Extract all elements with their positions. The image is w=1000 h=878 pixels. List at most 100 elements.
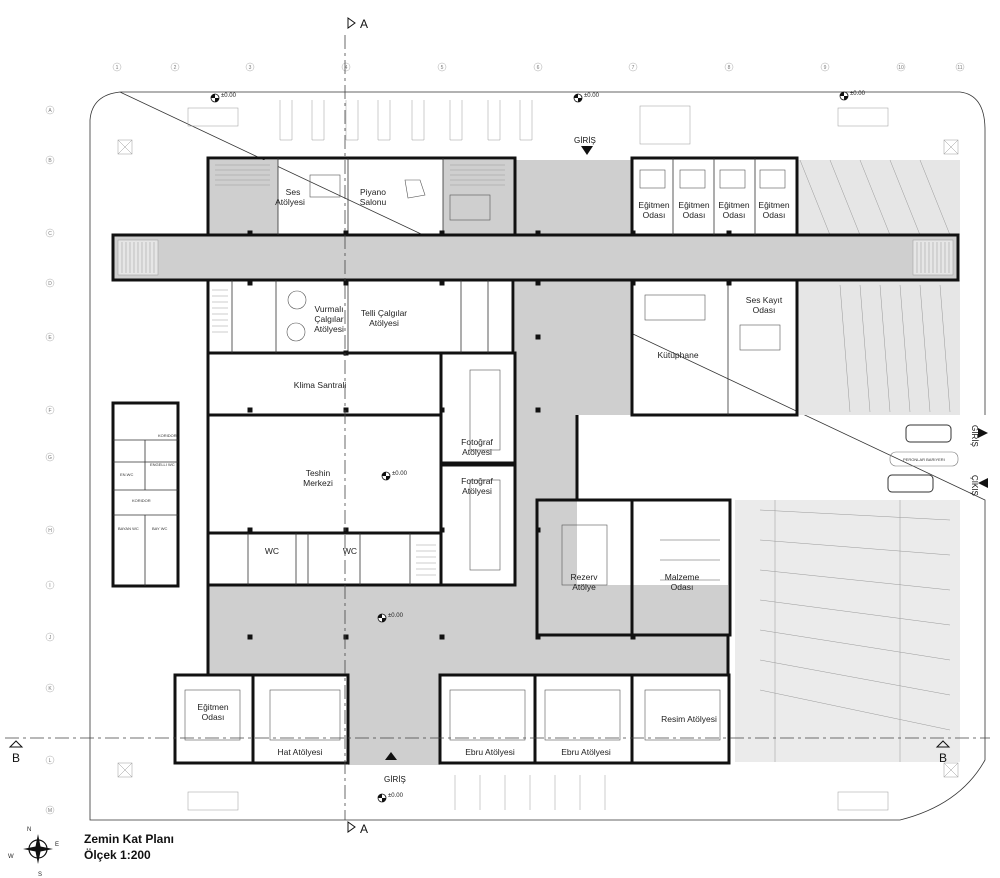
room-rezerv-2: Atölye: [572, 582, 596, 592]
room-ebru-1: Ebru Atölyesi: [465, 747, 515, 757]
structural-column: [247, 280, 253, 286]
svg-text:9: 9: [824, 65, 827, 71]
partitions: [231, 158, 756, 585]
structural-column: [439, 230, 445, 236]
room-malzeme-1: Malzeme: [665, 572, 700, 582]
structural-column: [726, 230, 732, 236]
entrance-right-giris: GİRİŞ: [970, 425, 979, 447]
annex-koridor2-label: KORIDOR: [132, 498, 151, 503]
structural-column: [343, 407, 349, 413]
compass-n: N: [27, 827, 31, 833]
room-telli-1: Telli Çalgılar: [361, 308, 407, 318]
room-vurmali-1: Vurmalı: [315, 304, 344, 314]
stairs: [117, 164, 954, 576]
structural-column: [439, 280, 445, 286]
room-fotograf-1a: Fotoğraf: [461, 437, 493, 447]
svg-text:A: A: [48, 108, 52, 114]
annex-bay-wc-label: BAY WC: [152, 526, 168, 531]
grid-column-3: 3: [245, 62, 255, 72]
grid-row-D: D: [45, 278, 55, 288]
annex-bayan-wc-label: BAYAN WC: [118, 526, 139, 531]
gate-label: PERONLAR BARIYERI: [903, 457, 945, 462]
level-marker: ±0.00: [377, 793, 404, 803]
svg-text:±0.00: ±0.00: [221, 93, 237, 99]
room-ses-kayit-2: Odası: [753, 305, 776, 315]
structural-column: [535, 334, 541, 340]
room-hat: Hat Atölyesi: [278, 747, 323, 757]
room-ses-atolyesi-2: Atölyesi: [275, 197, 305, 207]
svg-text:C: C: [48, 231, 52, 237]
svg-text:H: H: [48, 528, 52, 534]
svg-text:1: 1: [116, 65, 119, 71]
grid-row-G: G: [45, 452, 55, 462]
room-ses-kayit-1: Ses Kayıt: [746, 295, 783, 305]
room-resim: Resim Atölyesi: [661, 714, 717, 724]
structural-column: [535, 280, 541, 286]
svg-text:±0.00: ±0.00: [392, 471, 408, 477]
grid-column-1: 1: [112, 62, 122, 72]
svg-text:2: 2: [174, 65, 177, 71]
room-malzeme-2: Odası: [671, 582, 694, 592]
grid-row-F: F: [45, 405, 55, 415]
structural-column: [247, 634, 253, 640]
structural-column: [343, 527, 349, 533]
grid-row-A: A: [45, 105, 55, 115]
entrance-right-cikis: ÇIKIŞ: [970, 475, 979, 496]
svg-text:K: K: [48, 686, 52, 692]
grid-column-8: 8: [724, 62, 734, 72]
room-wc-2: WC: [343, 546, 357, 556]
structural-column: [247, 527, 253, 533]
site-boundary: [89, 91, 986, 821]
svg-text:G: G: [48, 455, 52, 461]
grid-column-5: 5: [437, 62, 447, 72]
grid-column-4: 4: [341, 62, 351, 72]
room-ebru-2: Ebru Atölyesi: [561, 747, 611, 757]
grid-row-B: B: [45, 155, 55, 165]
room-piyano-2: Salonu: [360, 197, 387, 207]
entrance-markers: GİRİŞ GİRİŞ GİRİŞ ÇIKIŞ: [384, 136, 988, 784]
svg-text:D: D: [48, 281, 52, 287]
compass-w: W: [8, 854, 14, 860]
room-ses-atolyesi-1: Ses: [286, 187, 301, 197]
svg-text:E: E: [48, 335, 52, 341]
section-a-top: A: [360, 17, 368, 31]
section-b-right: B: [939, 751, 947, 765]
room-egitmen-4b: Odası: [763, 210, 786, 220]
room-rezerv-1: Rezerv: [571, 572, 599, 582]
structural-column: [247, 407, 253, 413]
grid-row-M: M: [45, 805, 55, 815]
room-vurmali-3: Atölyesi: [314, 324, 344, 334]
room-teshin-2: Merkezi: [303, 478, 333, 488]
room-egitmen-2b: Odası: [683, 210, 706, 220]
room-egitmen-bottom-1: Eğitmen: [197, 702, 228, 712]
grid-row-J: J: [45, 632, 55, 642]
section-lines: A A B B: [5, 17, 990, 836]
structural-column: [535, 407, 541, 413]
corridors: [113, 160, 958, 765]
room-egitmen-4a: Eğitmen: [758, 200, 789, 210]
svg-text:F: F: [48, 408, 51, 414]
level-marker: ±0.00: [210, 93, 237, 103]
room-egitmen-bottom-2: Odası: [202, 712, 225, 722]
svg-text:±0.00: ±0.00: [388, 793, 404, 799]
structural-column: [630, 280, 636, 286]
entrance-bottom-label: GİRİŞ: [384, 775, 406, 784]
svg-text:3: 3: [249, 65, 252, 71]
annex-engelli-wc-label: ENGELLI WC: [150, 462, 175, 467]
plan-title: Zemin Kat Planı: [84, 832, 175, 846]
parking-right: [735, 159, 960, 762]
svg-text:±0.00: ±0.00: [388, 613, 404, 619]
svg-text:4: 4: [345, 65, 348, 71]
room-vurmali-2: Çalgılar: [314, 314, 343, 324]
room-labels: Ses Atölyesi Piyano Salonu Eğitmen Odası…: [197, 187, 789, 757]
room-egitmen-3b: Odası: [723, 210, 746, 220]
structural-column: [439, 527, 445, 533]
structural-column: [535, 527, 541, 533]
svg-text:10: 10: [898, 65, 904, 71]
parking-top: [187, 100, 889, 145]
svg-text:B: B: [48, 158, 52, 164]
svg-text:±0.00: ±0.00: [584, 93, 600, 99]
structural-column: [439, 634, 445, 640]
